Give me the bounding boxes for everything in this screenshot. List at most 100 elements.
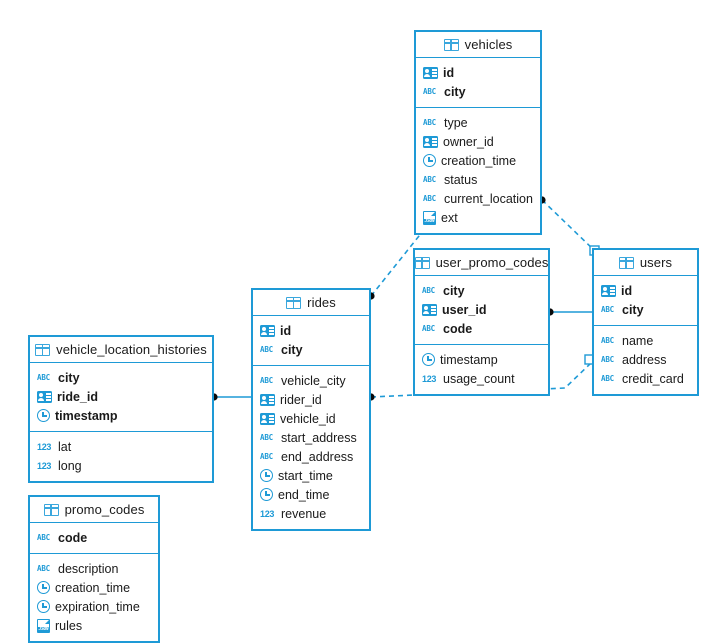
field-label: timestamp <box>440 352 498 367</box>
id-card-icon <box>422 303 437 316</box>
field-label: city <box>622 302 644 317</box>
field-row[interactable]: id <box>253 321 369 340</box>
abc-string-icon: ABC <box>422 285 435 295</box>
field-row[interactable]: id <box>594 281 697 300</box>
entity-header[interactable]: vehicles <box>416 32 540 58</box>
field-row[interactable]: expiration_time <box>30 597 158 616</box>
entity-header[interactable]: vehicle_location_histories <box>30 337 212 363</box>
entity-header[interactable]: promo_codes <box>30 497 158 523</box>
entity-header[interactable]: rides <box>253 290 369 316</box>
field-row[interactable]: rider_id <box>253 390 369 409</box>
entity-title: rides <box>307 295 336 310</box>
id-card-icon <box>423 135 438 148</box>
clock-timestamp-icon <box>422 353 435 366</box>
field-row[interactable]: end_time <box>253 485 369 504</box>
field-label: credit_card <box>622 371 684 386</box>
id-card-icon <box>260 412 275 425</box>
id-card-icon <box>601 284 616 297</box>
table-grid-icon <box>35 343 51 356</box>
field-label: usage_count <box>443 371 515 386</box>
field-label: lat <box>58 439 72 454</box>
entity-header[interactable]: user_promo_codes <box>414 250 548 276</box>
clock-timestamp-icon <box>260 488 273 501</box>
field-row[interactable]: user_id <box>415 300 548 319</box>
table-grid-icon <box>414 256 430 269</box>
id-card-icon <box>37 390 52 403</box>
clock-timestamp-icon <box>37 581 50 594</box>
field-label: end_time <box>278 487 330 502</box>
abc-string-icon: ABC <box>423 193 436 203</box>
table-grid-icon <box>618 256 634 269</box>
field-label: vehicle_id <box>280 411 336 426</box>
field-label: rider_id <box>280 392 322 407</box>
field-row[interactable]: creation_time <box>30 578 158 597</box>
abc-string-icon: ABC <box>601 335 614 345</box>
field-row[interactable]: ride_id <box>30 387 212 406</box>
field-row[interactable]: vehicle_id <box>253 409 369 428</box>
field-label: start_address <box>281 430 357 445</box>
entity-header[interactable]: users <box>594 250 697 276</box>
abc-string-icon: ABC <box>423 117 436 127</box>
field-row[interactable]: id <box>416 63 540 82</box>
field-label: ext <box>441 210 458 225</box>
field-label: rules <box>55 618 83 633</box>
field-label: revenue <box>281 506 327 521</box>
field-row[interactable]: ABC city <box>253 340 369 359</box>
field-label: id <box>621 283 633 298</box>
field-label: address <box>622 352 667 367</box>
field-row[interactable]: owner_id <box>416 132 540 151</box>
abc-string-icon: ABC <box>37 532 50 542</box>
abc-string-icon: ABC <box>260 344 273 354</box>
table-grid-icon <box>286 296 302 309</box>
id-card-icon <box>423 66 438 79</box>
field-row[interactable]: timestamp <box>30 406 212 425</box>
field-label: vehicle_city <box>281 373 346 388</box>
field-row[interactable]: timestamp <box>415 350 548 369</box>
edge-vehiclelocationhistories-rides <box>210 393 251 401</box>
field-label: timestamp <box>55 408 118 423</box>
field-label: id <box>280 323 292 338</box>
edge-userpromocodes-users <box>546 308 592 316</box>
field-label: city <box>281 342 303 357</box>
field-row[interactable]: start_time <box>253 466 369 485</box>
field-label: status <box>444 172 478 187</box>
field-row[interactable]: creation_time <box>416 151 540 170</box>
field-label: city <box>444 84 466 99</box>
table-grid-icon <box>43 503 59 516</box>
field-label: expiration_time <box>55 599 140 614</box>
